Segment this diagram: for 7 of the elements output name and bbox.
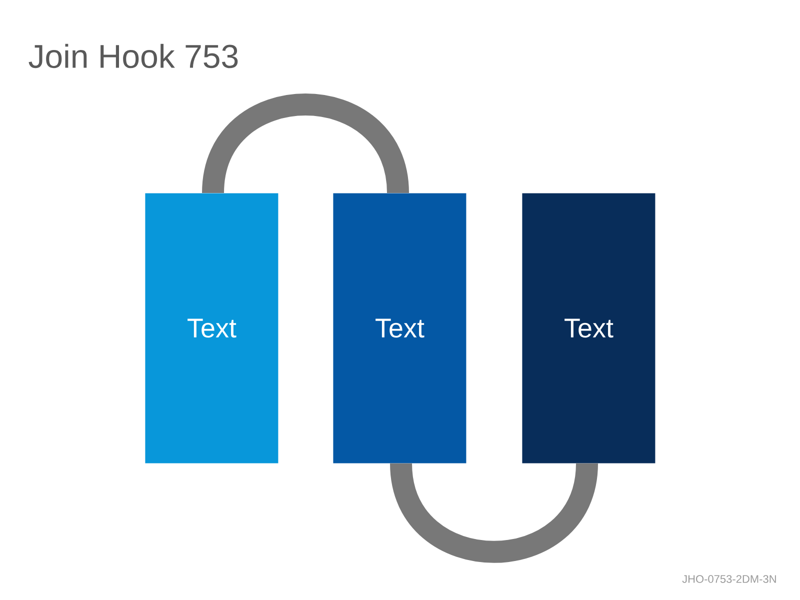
title: Join Hook 753 xyxy=(28,44,238,68)
hook-connector xyxy=(202,94,409,194)
hook-connector xyxy=(390,462,598,563)
text-box: Text xyxy=(333,193,466,464)
text-box: Text xyxy=(522,193,656,464)
text-box: Text xyxy=(145,193,278,464)
code-label: JHO-0753-2DM-3N xyxy=(682,575,776,583)
